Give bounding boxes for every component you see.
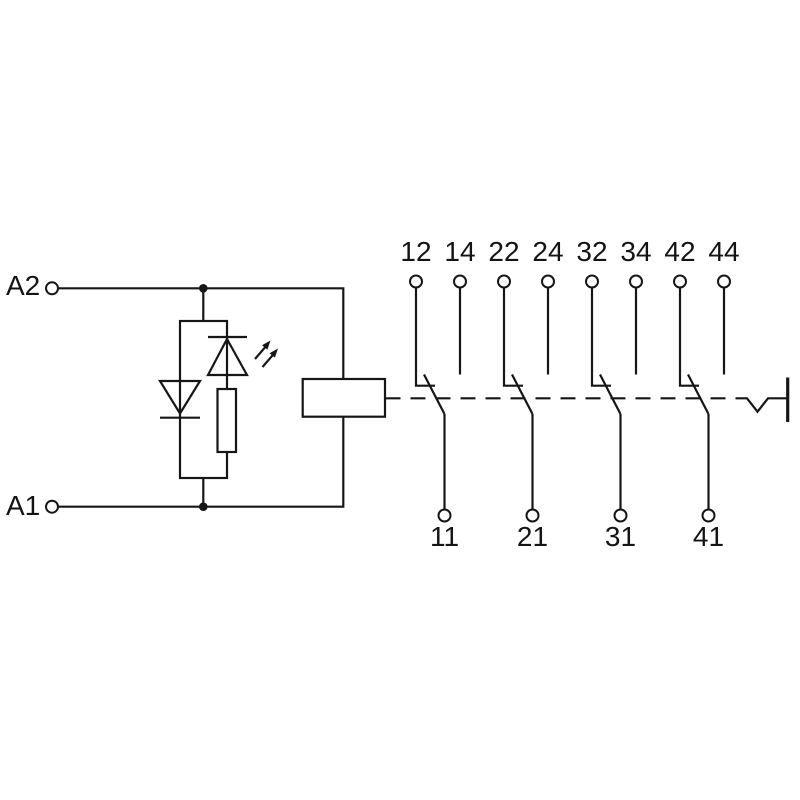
terminal-22-circle [497, 274, 511, 289]
contact-blade-2 [511, 373, 534, 415]
terminal-label-34: 34 [620, 236, 652, 267]
terminal-label-41: 41 [692, 520, 725, 552]
mechanical-actuator-v-icon [738, 397, 787, 414]
nc-wire-12 [414, 287, 435, 387]
terminal-label-22: 22 [488, 236, 520, 267]
a1-wire [58, 416, 345, 508]
terminal-label-11: 11 [429, 520, 460, 552]
terminal-label-42: 42 [664, 236, 696, 267]
co-contact-group-1 [409, 274, 467, 523]
co-contact-group-3 [585, 274, 643, 523]
freewheel-diode-icon [158, 379, 202, 419]
terminal-label-14: 14 [444, 236, 476, 267]
led-arrow-shaft-2 [261, 354, 274, 368]
nc-wire-32 [590, 287, 611, 387]
terminal-42-circle [673, 274, 687, 289]
terminal-label-a1: A1 [6, 490, 41, 521]
led-arrow-head-1 [262, 340, 271, 350]
terminal-34-circle [629, 274, 643, 289]
a2-wire [58, 287, 345, 379]
nc-wire-22 [502, 287, 523, 387]
terminal-label-12: 12 [400, 236, 432, 267]
terminal-label-32: 32 [576, 236, 608, 267]
contact-blade-3 [599, 373, 622, 415]
terminal-41-circle [701, 508, 716, 523]
terminal-a2-circle [45, 281, 59, 296]
contact-circuit [385, 274, 790, 523]
resistor-icon [216, 387, 238, 454]
led-indicator-icon [206, 335, 278, 377]
terminal-11-circle [437, 508, 452, 523]
terminal-24-circle [541, 274, 555, 289]
led-light-arrows-icon [254, 340, 278, 368]
terminal-32-circle [585, 274, 599, 289]
terminal-label-a2: A2 [6, 269, 41, 301]
contact-blade-4 [687, 373, 710, 415]
contact-blade-1 [423, 373, 446, 415]
terminal-label-24: 24 [532, 236, 564, 267]
coil-circuit [45, 281, 387, 514]
terminal-12-circle [409, 274, 423, 289]
led-arrow-shaft-1 [254, 346, 267, 360]
terminal-label-21: 21 [516, 520, 549, 552]
terminal-label-31: 31 [604, 520, 637, 552]
led-arrow-head-2 [269, 348, 278, 358]
terminal-44-circle [717, 274, 731, 289]
diode-triangle [158, 379, 202, 416]
terminal-21-circle [525, 508, 540, 523]
co-contact-group-4 [673, 274, 731, 523]
terminal-14-circle [453, 274, 467, 289]
terminal-label-44: 44 [708, 236, 740, 267]
co-contact-group-2 [497, 274, 555, 523]
led-triangle [206, 336, 249, 377]
terminal-a1-circle [45, 499, 59, 514]
terminal-31-circle [613, 508, 628, 523]
nc-wire-42 [678, 287, 699, 387]
coil-symbol [301, 377, 387, 418]
